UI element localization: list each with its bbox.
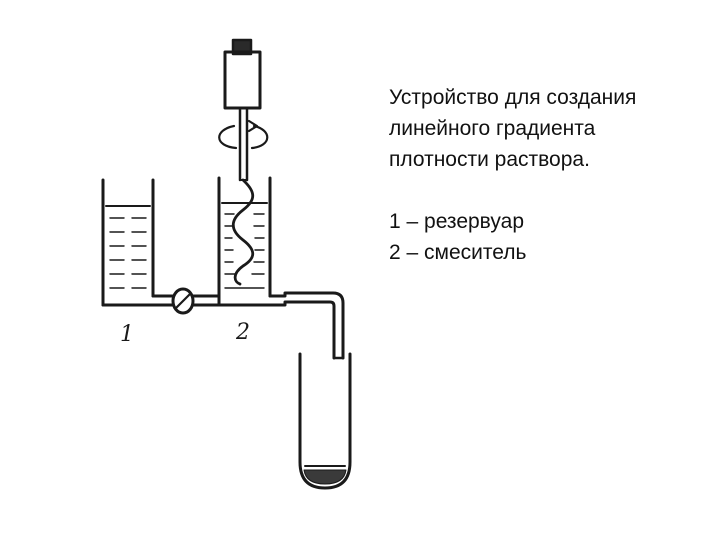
- caption-spacer: [389, 175, 709, 206]
- stirrer-shaft: [238, 106, 249, 182]
- legend-item-mixer: 2 – смеситель: [389, 241, 527, 264]
- mixer-label: 2: [235, 320, 250, 345]
- reservoir-vessel: [101, 178, 175, 307]
- outlet-tube: [268, 291, 345, 360]
- motor: [223, 38, 262, 110]
- rotation-arrow-icon: [218, 119, 269, 150]
- legend-item-reservoir: 1 – резервуар: [389, 210, 524, 233]
- caption-title-line: плотности раствора.: [389, 148, 590, 171]
- mixer-vessel: [217, 176, 274, 307]
- caption-title-line: линейного градиента: [389, 117, 596, 140]
- reservoir-label: 1: [120, 322, 134, 347]
- caption-title-line: Устройство для создания: [389, 86, 637, 109]
- collection-tube: [298, 352, 352, 490]
- stopcock-valve: [171, 287, 221, 315]
- caption: Устройство для создания линейного градие…: [389, 82, 709, 268]
- stirrer-spiral: [231, 178, 255, 286]
